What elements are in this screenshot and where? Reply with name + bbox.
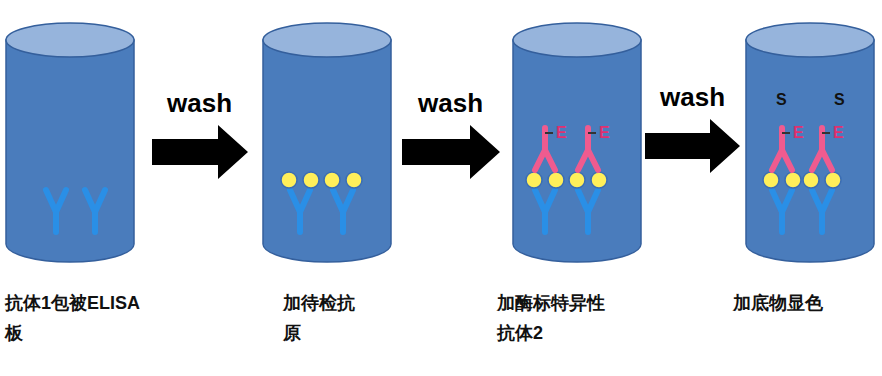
ELISA-well: 加待检抗原 [262, 22, 392, 262]
enzyme-label: E [793, 123, 804, 143]
edge-label: wash [418, 88, 483, 118]
enzyme-link [822, 132, 830, 134]
enzyme-antibody [578, 128, 598, 170]
ELISA-well: 抗体1包被ELISA板 [5, 22, 135, 262]
enzyme-links [545, 132, 830, 134]
enzyme-antibody [535, 128, 555, 170]
detection-antibodies [535, 128, 832, 170]
enzyme-link [588, 132, 596, 134]
antigen-dot [281, 172, 297, 188]
antigen-dot [763, 172, 779, 188]
well-body [746, 40, 874, 262]
well-top [6, 23, 134, 57]
antibody-y [578, 190, 598, 232]
antibody-y [333, 190, 353, 232]
antigen-dot [803, 172, 819, 188]
edge-label: wash [167, 88, 232, 118]
capture-antibodies [46, 190, 832, 232]
well-outline [262, 22, 392, 262]
antigens [281, 172, 841, 188]
enzyme-label: E [599, 123, 610, 143]
antigen-dot [591, 172, 607, 188]
enzyme-link [545, 132, 553, 134]
well-outline [5, 22, 135, 262]
well-top [263, 23, 391, 57]
edge-label: wash [660, 82, 725, 112]
enzyme-label: E [833, 123, 844, 143]
antibody-y [46, 190, 66, 232]
step-caption: 抗体1包被ELISA板 [5, 288, 155, 348]
antibody-y [290, 190, 310, 232]
antigen-dot [548, 172, 564, 188]
antigen-dot [785, 172, 801, 188]
antibody-y [772, 190, 792, 232]
well-body [513, 40, 641, 262]
well-body [6, 40, 134, 262]
wash-arrow [645, 119, 740, 173]
enzyme-antibody [812, 128, 832, 170]
step-caption: 加待检抗原 [283, 288, 363, 348]
antigen-dot [825, 172, 841, 188]
well-top [513, 23, 641, 57]
antigen-dot [324, 172, 340, 188]
well-body [263, 40, 391, 262]
ELISA-well: 加酶标特异性抗体2 [512, 22, 642, 262]
well-outline [512, 22, 642, 262]
antigen-dot [526, 172, 542, 188]
enzyme-link [782, 132, 790, 134]
substrate-label: S [776, 90, 787, 110]
enzyme-label: E [556, 123, 567, 143]
antigen-dot [303, 172, 319, 188]
antibody-y [535, 190, 555, 232]
antibody-y [85, 190, 105, 232]
ELISA-well: 加底物显色 [745, 22, 875, 262]
wash-arrow [402, 125, 500, 179]
substrate-label: S [834, 90, 845, 110]
antibody-y [812, 190, 832, 232]
antigen-dot [346, 172, 362, 188]
step-caption: 加底物显色 [733, 288, 853, 318]
enzyme-antibody [772, 128, 792, 170]
antigen-dot [569, 172, 585, 188]
wash-arrow [152, 125, 248, 179]
step-caption: 加酶标特异性抗体2 [497, 288, 613, 348]
well-outline [745, 22, 875, 262]
well-top [746, 23, 874, 57]
